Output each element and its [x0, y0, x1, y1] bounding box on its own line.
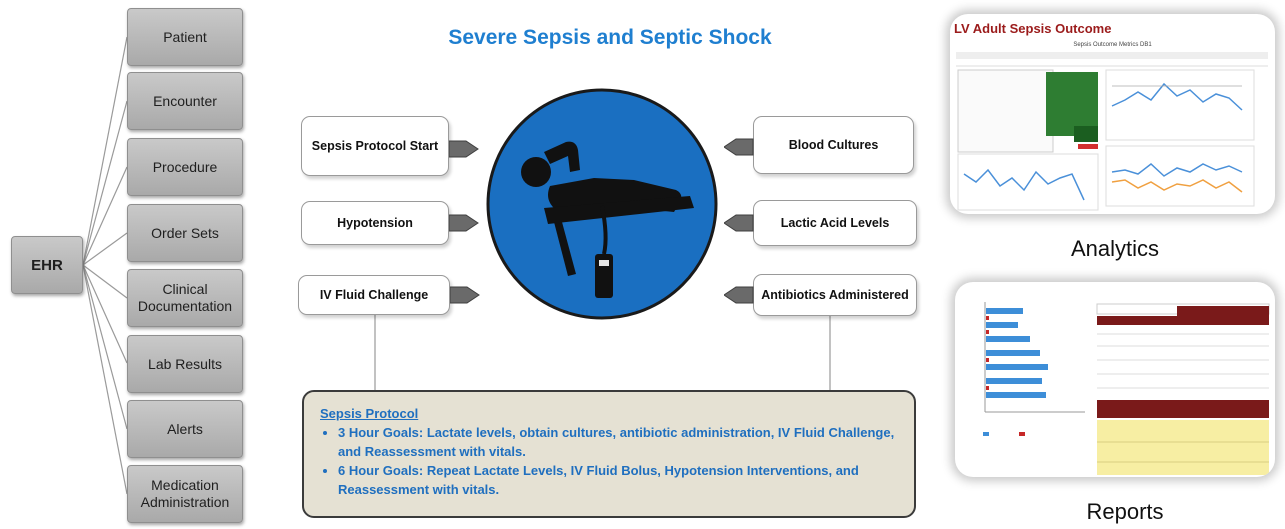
protocol-heading: Sepsis Protocol [320, 404, 898, 423]
protocol-item-3-hour: 3 Hour Goals: Lactate levels, obtain cul… [338, 423, 898, 461]
protocol-connectors [300, 310, 860, 400]
arrow-right-icon [449, 136, 479, 162]
input-sepsis-protocol-start: Sepsis Protocol Start [301, 116, 449, 176]
ehr-box: EHR [11, 236, 83, 294]
ehr-item-clinical-documentation: Clinical Documentation [127, 269, 243, 327]
protocol-item-6-hour: 6 Hour Goals: Repeat Lactate Levels, IV … [338, 461, 898, 499]
arrow-left-icon [724, 210, 754, 236]
input-blood-cultures: Blood Cultures [753, 116, 914, 174]
ehr-item-lab-results: Lab Results [127, 335, 243, 393]
reports-caption: Reports [1020, 499, 1230, 525]
ehr-item-encounter: Encounter [127, 72, 243, 130]
arrow-left-icon [724, 282, 754, 308]
ehr-item-medication-administration: Medication Administration [127, 465, 243, 523]
input-iv-fluid-challenge: IV Fluid Challenge [298, 275, 450, 315]
iv-bag-icon [595, 254, 613, 298]
ehr-item-procedure: Procedure [127, 138, 243, 196]
protocol-list: 3 Hour Goals: Lactate levels, obtain cul… [320, 423, 898, 499]
ehr-item-order-sets: Order Sets [127, 204, 243, 262]
arrow-right-icon [450, 282, 480, 308]
patient-circle [484, 86, 720, 322]
reports-mock [955, 282, 1275, 477]
dashboard-mock [950, 14, 1275, 214]
analytics-caption: Analytics [1010, 236, 1220, 262]
input-lactic-acid-levels: Lactic Acid Levels [753, 200, 917, 246]
ehr-item-patient: Patient [127, 8, 243, 66]
input-hypotension: Hypotension [301, 201, 449, 245]
arrow-left-icon [724, 134, 754, 160]
arrow-right-icon [449, 210, 479, 236]
input-antibiotics-administered: Antibiotics Administered [753, 274, 917, 316]
sepsis-protocol-box: Sepsis Protocol 3 Hour Goals: Lactate le… [302, 390, 916, 518]
diagram-title: Severe Sepsis and Septic Shock [350, 26, 870, 50]
ehr-item-alerts: Alerts [127, 400, 243, 458]
analytics-dashboard: LV Adult Sepsis Outcome Sepsis Outcome M… [950, 14, 1275, 214]
reports-dashboard [955, 282, 1275, 477]
